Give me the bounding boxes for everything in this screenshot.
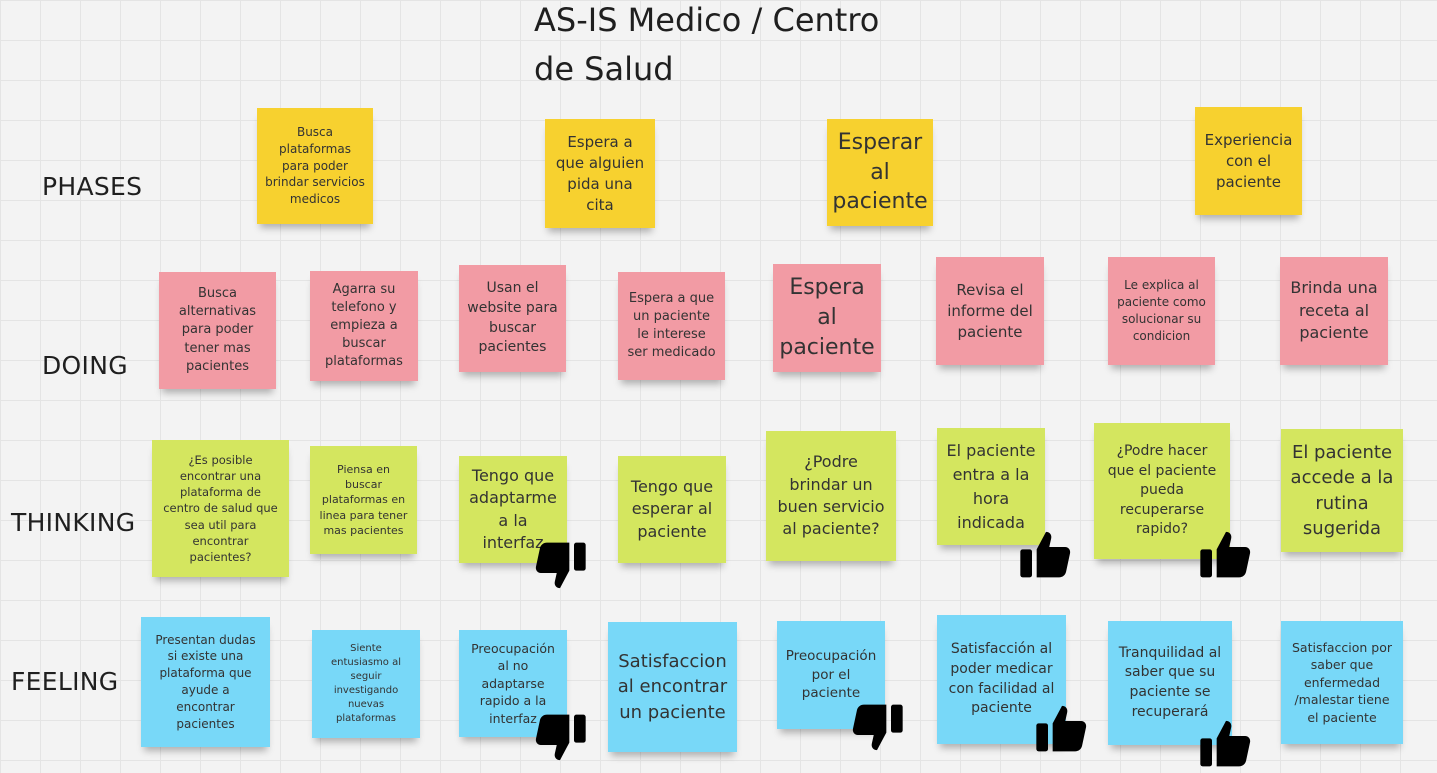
sticky-note-thinking[interactable]: El paciente entra a la hora indicada: [937, 428, 1045, 545]
thumbs-up-icon: [1198, 526, 1254, 582]
sticky-note-thinking[interactable]: Tengo que adaptarme a la interfaz: [459, 456, 567, 563]
sticky-note-doing[interactable]: Revisa el informe del paciente: [936, 257, 1044, 365]
thumbs-up-icon: [1018, 526, 1074, 582]
sticky-note-thinking[interactable]: Piensa en buscar plataformas en linea pa…: [310, 446, 417, 554]
sticky-note-feeling[interactable]: Presentan dudas si existe una plataforma…: [141, 617, 270, 747]
sticky-note-feeling[interactable]: Satisfacción al poder medicar con facili…: [937, 615, 1066, 744]
sticky-note-phase[interactable]: Experiencia con el paciente: [1195, 107, 1302, 215]
row-label-thinking: THINKING: [11, 508, 136, 537]
sticky-note-feeling[interactable]: Satisfaccion al encontrar un paciente: [608, 622, 737, 752]
row-label-doing: DOING: [42, 351, 128, 380]
sticky-note-doing[interactable]: Usan el website para buscar pacientes: [459, 265, 566, 372]
sticky-note-thinking[interactable]: ¿Es posible encontrar una plataforma de …: [152, 440, 289, 577]
sticky-note-feeling[interactable]: Satisfaccion por saber que enfermedad /m…: [1281, 621, 1403, 744]
thumbs-up-icon: [1034, 700, 1090, 756]
sticky-note-thinking[interactable]: ¿Podre hacer que el paciente pueda recup…: [1094, 423, 1230, 559]
thumbs-down-icon: [849, 700, 905, 756]
thumbs-up-icon: [1198, 715, 1254, 771]
sticky-note-thinking[interactable]: El paciente accede a la rutina sugerida: [1281, 429, 1403, 552]
sticky-note-doing[interactable]: Espera al paciente: [773, 264, 881, 372]
sticky-note-phase[interactable]: Esperar al paciente: [827, 119, 933, 226]
sticky-note-feeling[interactable]: Tranquilidad al saber que su paciente se…: [1108, 621, 1232, 745]
sticky-note-thinking[interactable]: ¿Podre brindar un buen servicio al pacie…: [766, 431, 896, 561]
sticky-note-doing[interactable]: Espera a que un paciente le interese ser…: [618, 272, 725, 380]
sticky-note-doing[interactable]: Le explica al paciente como solucionar s…: [1108, 257, 1215, 365]
thumbs-down-icon: [532, 538, 588, 594]
row-label-feeling: FEELING: [11, 667, 119, 696]
sticky-note-doing[interactable]: Brinda una receta al paciente: [1280, 257, 1388, 365]
thumbs-down-icon: [532, 710, 588, 766]
sticky-note-thinking[interactable]: Tengo que esperar al paciente: [618, 456, 726, 563]
sticky-note-doing[interactable]: Busca alternativas para poder tener mas …: [159, 272, 276, 389]
sticky-note-phase[interactable]: Espera a que alguien pida una cita: [545, 119, 655, 228]
board-title: AS-IS Medico / Centro de Salud: [534, 1, 880, 88]
sticky-note-feeling[interactable]: Siente entusiasmo al seguir investigando…: [312, 630, 420, 738]
sticky-note-phase[interactable]: Busca plataformas para poder brindar ser…: [257, 108, 373, 224]
sticky-note-doing[interactable]: Agarra su telefono y empieza a buscar pl…: [310, 271, 418, 381]
row-label-phases: PHASES: [42, 172, 143, 201]
